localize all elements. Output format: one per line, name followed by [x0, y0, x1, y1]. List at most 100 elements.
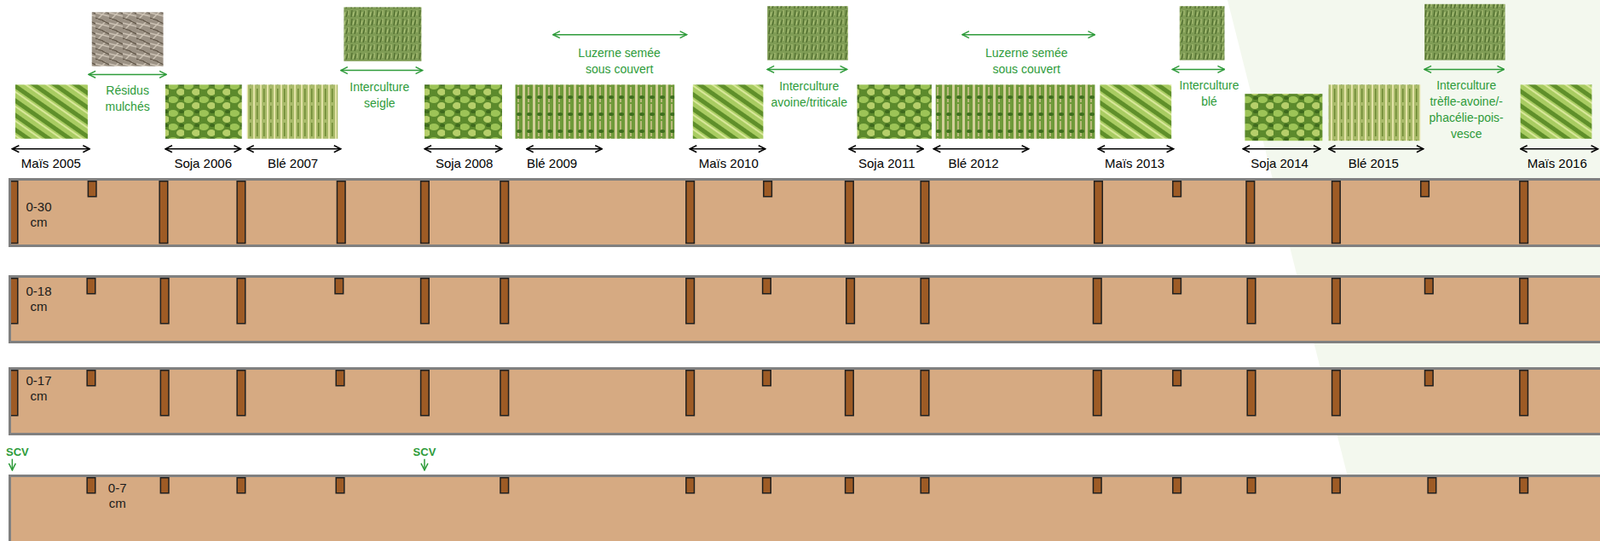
tillage-marker — [762, 477, 771, 493]
tillage-marker — [1092, 278, 1102, 324]
crop-photo — [343, 6, 422, 61]
tillage-marker — [920, 477, 930, 493]
period-arrow — [1097, 148, 1174, 151]
period-arrow — [423, 459, 426, 471]
tillage-marker — [762, 181, 772, 197]
tillage-marker — [160, 278, 169, 324]
tillage-marker — [236, 477, 246, 493]
soil-band: 0-30 cm — [8, 178, 1600, 247]
tillage-marker — [844, 370, 854, 416]
tillage-marker — [920, 278, 930, 324]
period-arrow — [1242, 148, 1321, 151]
tillage-marker — [685, 278, 694, 324]
period-arrow — [11, 148, 90, 151]
tillage-marker — [160, 370, 169, 416]
tillage-marker — [685, 181, 694, 244]
tillage-marker — [236, 278, 246, 324]
period-arrow — [88, 74, 167, 76]
tillage-marker — [335, 278, 344, 295]
period-arrow — [767, 69, 847, 71]
tillage-marker — [1519, 181, 1528, 244]
crop-label: Blé 2012 — [947, 155, 999, 172]
period-arrow — [933, 148, 1029, 151]
crop-label: Maïs 2013 — [1104, 155, 1165, 172]
crop-label: Soja 2006 — [173, 155, 232, 172]
crop-photo — [1520, 84, 1593, 139]
tillage-marker — [86, 477, 96, 493]
period-arrow — [1328, 148, 1424, 151]
tillage-marker — [420, 370, 429, 416]
crop-photo — [1099, 84, 1172, 139]
tillage-marker — [420, 278, 429, 324]
crop-photo — [515, 84, 676, 139]
tillage-marker — [159, 181, 168, 244]
crop-photo — [165, 84, 243, 139]
period-arrow — [962, 34, 1096, 36]
tillage-marker — [335, 477, 345, 493]
tillage-marker — [86, 370, 96, 387]
intercrop-label: SCV — [413, 444, 437, 461]
tillage-marker — [1092, 477, 1102, 493]
tillage-marker — [1427, 477, 1437, 493]
tillage-marker — [11, 278, 18, 324]
period-arrow — [849, 148, 924, 151]
tillage-marker — [1247, 370, 1256, 416]
soil-band: 0-18 cm — [8, 275, 1600, 344]
period-arrow — [1520, 148, 1599, 151]
intercrop-label: Interculture avoine/triticale — [762, 78, 856, 111]
tillage-marker — [1424, 278, 1433, 295]
period-arrow — [340, 69, 423, 72]
crop-label: Maïs 2010 — [698, 155, 759, 172]
tillage-marker — [1247, 278, 1256, 324]
tillage-marker — [845, 278, 855, 324]
tillage-marker — [500, 278, 509, 324]
crop-photo — [92, 11, 164, 66]
tillage-marker — [920, 181, 930, 244]
crop-label: Blé 2015 — [1348, 155, 1399, 172]
tillage-marker — [762, 278, 771, 295]
tillage-marker — [1420, 181, 1429, 197]
tillage-marker — [1093, 181, 1103, 244]
tillage-marker — [500, 181, 509, 244]
depth-label: 0-17 cm — [23, 373, 54, 405]
tillage-marker — [762, 370, 771, 387]
period-arrow — [689, 148, 766, 151]
tillage-marker — [160, 477, 169, 493]
tillage-marker — [86, 278, 96, 295]
period-arrow — [11, 459, 14, 471]
period-arrow — [424, 148, 503, 151]
soil-band: 0-7 cm — [8, 474, 1600, 541]
intercrop-label: SCV — [5, 444, 29, 461]
period-arrow — [1172, 69, 1225, 71]
crop-photo — [1328, 84, 1421, 141]
crop-label: Soja 2014 — [1250, 155, 1309, 172]
intercrop-label: Interculture trèfle-avoine/-phacélie-poi… — [1423, 77, 1509, 143]
tillage-marker — [1172, 181, 1181, 197]
tillage-marker — [335, 370, 345, 387]
tillage-marker — [685, 477, 694, 493]
tillage-marker — [336, 181, 346, 244]
tillage-marker — [1172, 477, 1181, 493]
period-arrow — [247, 148, 341, 151]
tillage-marker — [1247, 477, 1256, 493]
tillage-marker — [236, 181, 246, 244]
soil-band: 0-17 cm — [8, 367, 1600, 436]
crop-label: Maïs 2016 — [1527, 155, 1588, 172]
crop-label: Blé 2009 — [526, 155, 578, 172]
crop-photo — [693, 84, 764, 139]
tillage-marker — [1519, 370, 1528, 416]
tillage-markers — [11, 180, 1600, 244]
crop-photo — [1244, 93, 1323, 141]
tillage-marker — [87, 181, 97, 197]
tillage-marker — [920, 370, 930, 416]
tillage-marker — [11, 181, 18, 244]
depth-label: 0-7 cm — [102, 480, 133, 512]
tillage-markers — [11, 277, 1600, 341]
crop-photo — [15, 84, 88, 139]
tillage-marker — [1331, 278, 1341, 324]
crop-photo — [857, 84, 932, 139]
crop-photo — [767, 5, 849, 60]
crop-photo — [1424, 4, 1506, 61]
tillage-marker — [500, 477, 509, 493]
tillage-marker — [1246, 181, 1255, 244]
